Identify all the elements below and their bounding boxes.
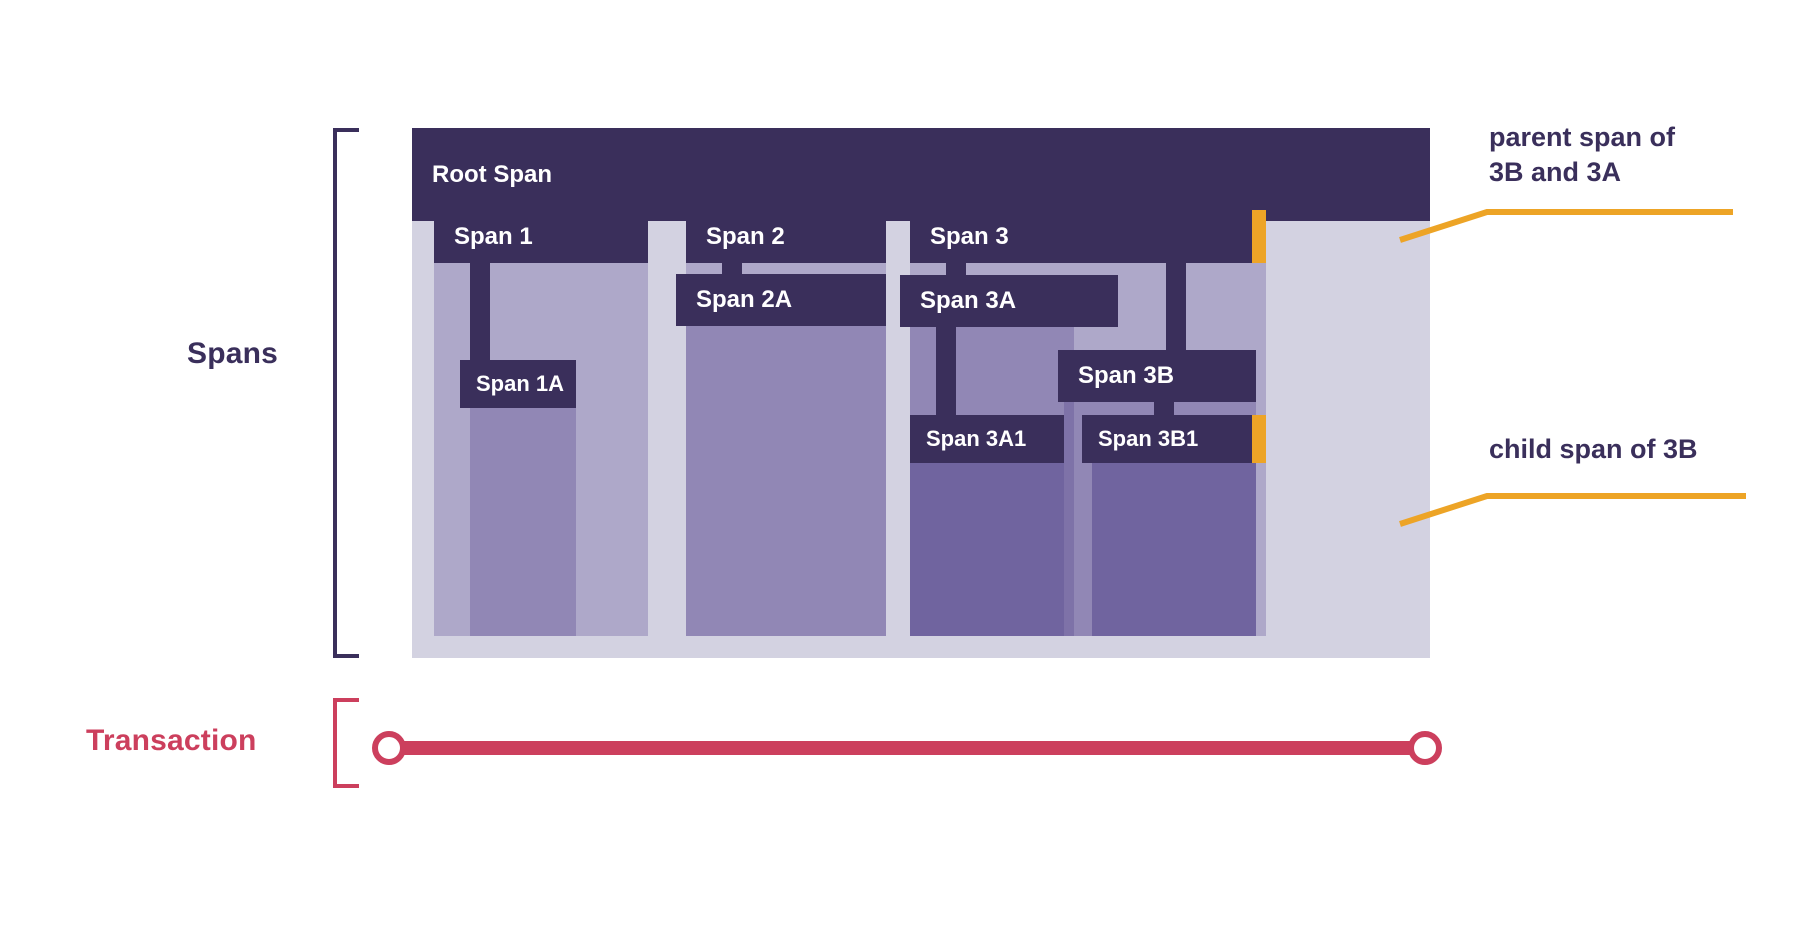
callout-label-parent-span: parent span of 3B and 3A [1489, 122, 1676, 187]
span-2a-body [686, 315, 886, 636]
callout-line-child [1399, 493, 1746, 527]
highlight-strip-span-3b1 [1252, 415, 1266, 463]
callout-label-child-span: child span of 3B [1489, 434, 1698, 464]
span-block-span-3a1[interactable]: Span 3A1 [910, 415, 1064, 463]
transaction-bar[interactable] [390, 741, 1424, 755]
spans-section-label: Spans [187, 337, 279, 370]
callout-line-parent [1399, 209, 1733, 243]
spans-bracket [333, 128, 359, 658]
span-3a1-body [910, 452, 1064, 636]
transaction-bar-group [372, 731, 1442, 765]
span-block-span-3[interactable]: Span 3 [910, 210, 1266, 263]
transaction-section-label: Transaction [86, 724, 257, 757]
span-block-span-1a[interactable]: Span 1A [460, 360, 576, 408]
span-1a-body [470, 399, 576, 636]
span-1-body [434, 263, 648, 636]
span-block-span-3b1[interactable]: Span 3B1 [1082, 415, 1256, 463]
transaction-bracket [333, 698, 359, 788]
span-block-span-1[interactable]: Span 1 [434, 210, 648, 263]
transaction-end-marker-icon [1408, 731, 1442, 765]
spans-panel: Root Span Span 1 Span 1A Span 2 Span 2A … [412, 128, 1430, 658]
span-block-span-3b[interactable]: Span 3B [1058, 350, 1256, 402]
connector-span3-to-span3b [1166, 263, 1186, 376]
span-3b1-body [1092, 454, 1256, 636]
transaction-start-marker-icon [372, 731, 406, 765]
span-block-root-span[interactable]: Root Span [412, 128, 1430, 221]
span-block-span-2[interactable]: Span 2 [686, 210, 886, 263]
highlight-strip-span-3 [1252, 210, 1266, 263]
span-block-span-3a[interactable]: Span 3A [900, 275, 1118, 327]
span-block-span-2a[interactable]: Span 2A [676, 274, 886, 326]
